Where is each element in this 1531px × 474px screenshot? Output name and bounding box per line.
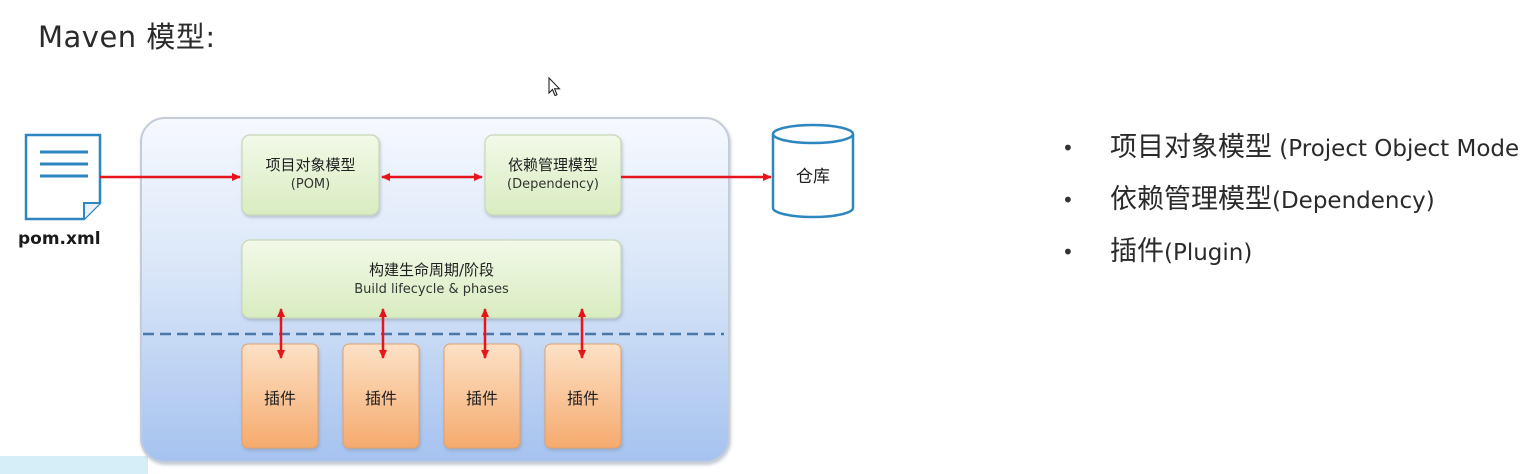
pom-box-text: 项目对象模型 (POM) — [242, 156, 379, 194]
lifecycle-box-text: 构建生命周期/阶段 Build lifecycle & phases — [242, 261, 621, 299]
dependency-box — [484, 134, 622, 216]
page-title: Maven 模型: — [38, 20, 216, 54]
pom-box — [241, 134, 380, 216]
bullet-suffix: (Project Object Mode — [1272, 136, 1520, 162]
dependency-box-text: 依赖管理模型 (Dependency) — [485, 156, 621, 194]
mouse-cursor-icon — [548, 77, 561, 97]
plugin-label-3: 插件 — [465, 389, 498, 408]
bottom-left-highlight — [0, 456, 148, 474]
document-icon — [24, 133, 102, 221]
bullet-prefix: 项目对象模型 — [1110, 132, 1272, 163]
plugin-label-4: 插件 — [566, 389, 599, 408]
bullet-prefix: 插件 — [1110, 236, 1164, 267]
model-bullet-list: 项目对象模型 (Project Object Mode 依赖管理模型(Depen… — [1062, 126, 1519, 282]
dependency-box-title: 依赖管理模型 — [507, 156, 598, 174]
plugin-label-2: 插件 — [364, 389, 397, 408]
repository-label: 仓库 — [796, 167, 830, 187]
lifecycle-box-subtitle: Build lifecycle & phases — [354, 282, 509, 297]
bullet-suffix: (Plugin) — [1164, 240, 1253, 266]
lifecycle-box — [241, 239, 622, 319]
database-cylinder-icon — [771, 123, 855, 219]
bullet-item: 项目对象模型 (Project Object Mode — [1062, 126, 1519, 178]
pom-xml-label: pom.xml — [18, 229, 101, 249]
bullet-suffix: (Dependency) — [1272, 188, 1435, 214]
plugin-label-1: 插件 — [263, 389, 296, 408]
pom-box-subtitle: (POM) — [290, 177, 331, 192]
bullet-item: 插件(Plugin) — [1062, 230, 1519, 282]
pom-box-title: 项目对象模型 — [265, 156, 356, 174]
maven-model-diagram — [0, 117, 855, 474]
bullet-prefix: 依赖管理模型 — [1110, 184, 1272, 215]
dependency-box-subtitle: (Dependency) — [507, 177, 599, 192]
bullet-item: 依赖管理模型(Dependency) — [1062, 178, 1519, 230]
lifecycle-box-title: 构建生命周期/阶段 — [368, 261, 495, 279]
